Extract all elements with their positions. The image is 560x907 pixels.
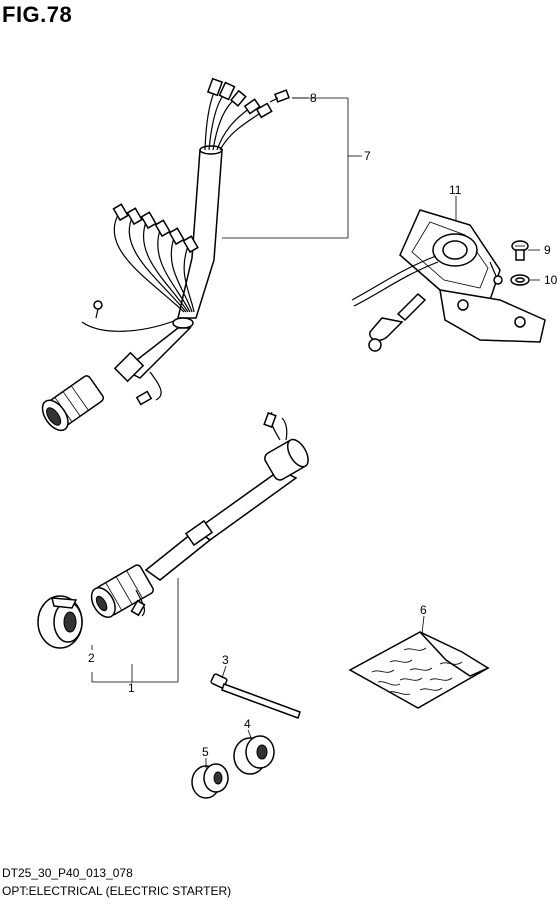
callout-10: 10 <box>544 273 558 287</box>
cable-tie-part-3[interactable] <box>210 673 301 719</box>
connector-cap-part-2[interactable] <box>37 595 83 649</box>
callout-labels: 7 8 11 9 10 2 1 3 6 4 5 <box>88 91 558 759</box>
callout-1: 1 <box>128 681 135 695</box>
wiring-harness-assembly[interactable] <box>37 77 273 435</box>
extension-cable-assembly[interactable] <box>37 411 312 649</box>
grease-pack-part-6[interactable] <box>348 631 490 709</box>
diagram-code: DT25_30_P40_013_078 <box>2 866 133 880</box>
leader-lines <box>91 97 540 768</box>
callout-8: 8 <box>310 91 317 105</box>
grommet-part-4[interactable] <box>233 735 275 775</box>
screw-part-8[interactable] <box>269 89 290 103</box>
callout-11: 11 <box>449 183 462 197</box>
key-switch-assembly[interactable] <box>351 209 546 352</box>
callout-6: 6 <box>420 603 427 617</box>
callout-5: 5 <box>202 745 209 759</box>
diagram-caption: OPT:ELECTRICAL (ELECTRIC STARTER) <box>2 884 232 898</box>
callout-7: 7 <box>364 149 371 163</box>
grommet-part-5[interactable] <box>191 763 229 799</box>
washer-part-10[interactable] <box>510 274 530 286</box>
callout-3: 3 <box>222 653 229 667</box>
figure-title: FIG.78 <box>2 2 73 27</box>
callout-4: 4 <box>244 717 251 731</box>
callout-2: 2 <box>88 651 95 665</box>
screw-part-9[interactable] <box>511 240 529 261</box>
callout-9: 9 <box>544 243 551 257</box>
